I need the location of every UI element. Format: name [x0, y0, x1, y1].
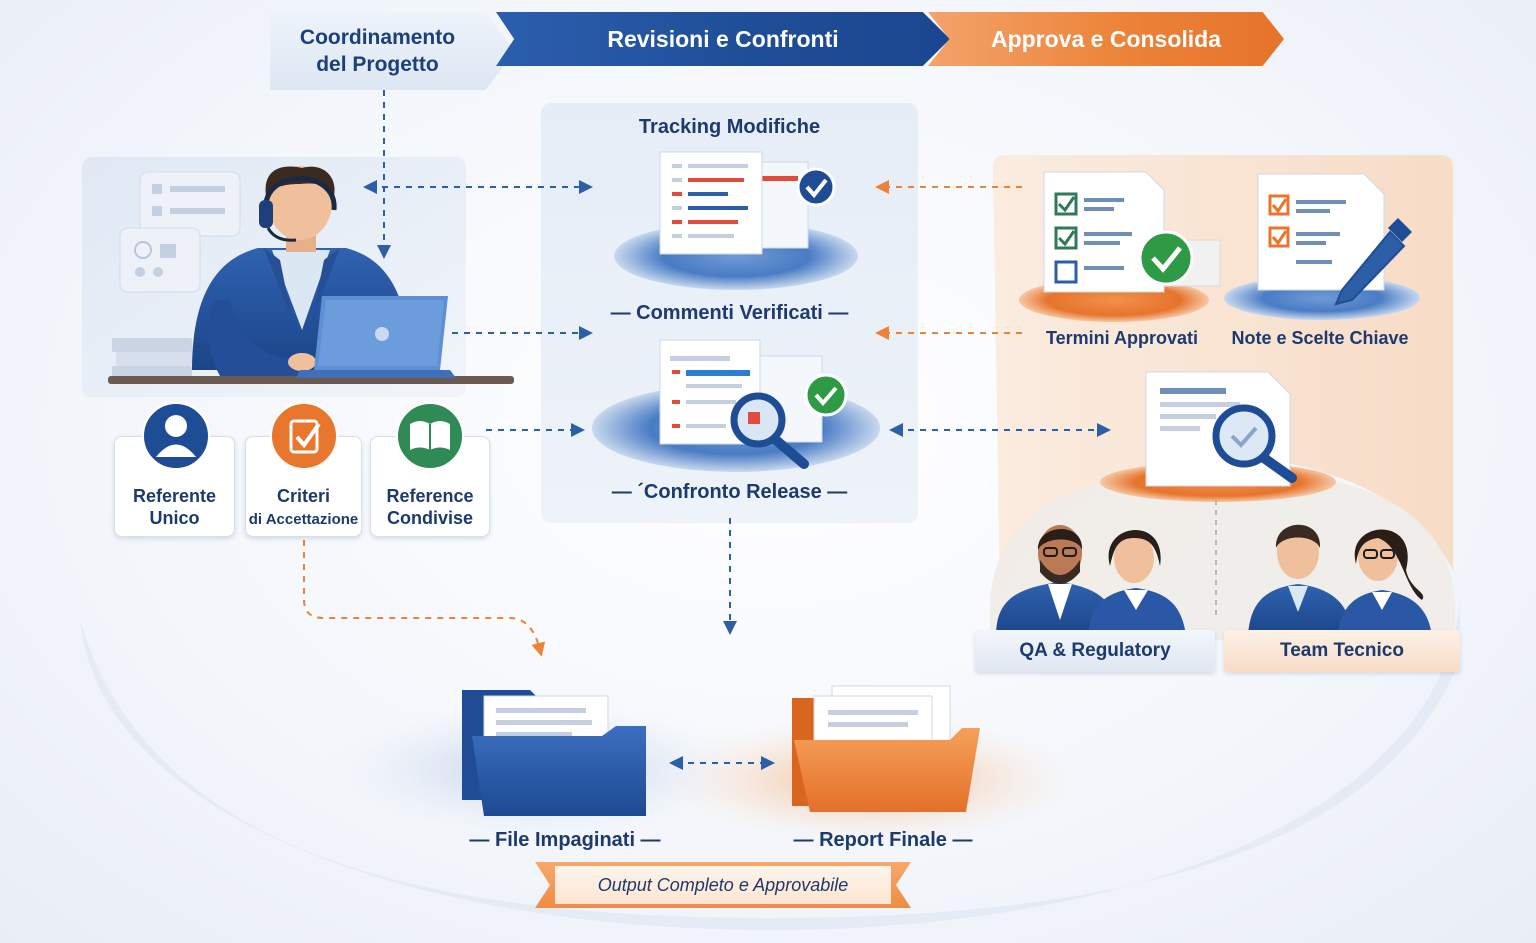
final-report-label: — Report Finale —	[793, 829, 973, 851]
approved-terms-label: Termini Approvati	[1045, 328, 1198, 348]
card-acceptance-criteria-line1: Criteri	[276, 486, 330, 506]
blue-folder-icon	[462, 690, 646, 816]
key-notes-illustration	[1224, 173, 1420, 320]
step-coordination: Coordinamento del Progetto	[270, 12, 515, 90]
tracking-changes-illustration	[614, 151, 858, 290]
orange-folder-icon	[792, 685, 980, 812]
tech-team-tag: Team Tecnico	[1224, 630, 1460, 672]
tracking-changes-label: Tracking Modifiche	[638, 116, 821, 138]
verified-comments-label: — Commenti Verificati —	[610, 302, 849, 324]
card-acceptance-criteria: Criteri di Accettazione	[245, 436, 362, 537]
output-banner-inner	[555, 866, 891, 904]
release-comparison-illustration	[592, 339, 880, 472]
card-acceptance-criteria-line2: di Accettazione	[248, 511, 359, 528]
connectors	[303, 90, 1217, 770]
tech-team-illustration	[1248, 524, 1432, 636]
team-area-bg	[990, 470, 1455, 640]
card-shared-references: Reference Condivise	[370, 436, 490, 537]
key-notes-label: Note e Scelte Chiave	[1231, 328, 1409, 348]
approved-terms-illustration	[1019, 171, 1221, 322]
qa-regulatory-tag: QA & Regulatory	[975, 630, 1215, 672]
qa-team-illustration	[996, 525, 1186, 636]
coordinator-illustration	[108, 166, 514, 384]
paginated-files-label: — File Impaginati —	[469, 829, 661, 851]
step-coordination-line2: del Progetto	[316, 53, 439, 76]
card-single-contact-line2: Unico	[149, 508, 200, 528]
step-reviews: Revisioni e Confronti	[496, 12, 950, 66]
card-shared-references-line1: Reference	[386, 486, 474, 506]
card-single-contact: Referente Unico	[114, 436, 235, 537]
card-single-contact-line1: Referente	[132, 486, 217, 506]
card-shared-references-line2: Condivise	[386, 508, 474, 528]
document-review-illustration	[1100, 371, 1336, 502]
step-approve: Approva e Consolida	[928, 12, 1284, 66]
output-banner-text: Output Completo e Approvabile	[597, 874, 849, 895]
step-coordination-line1: Coordinamento	[299, 26, 456, 49]
release-comparison-label: — ´Confronto Release —	[611, 481, 848, 503]
